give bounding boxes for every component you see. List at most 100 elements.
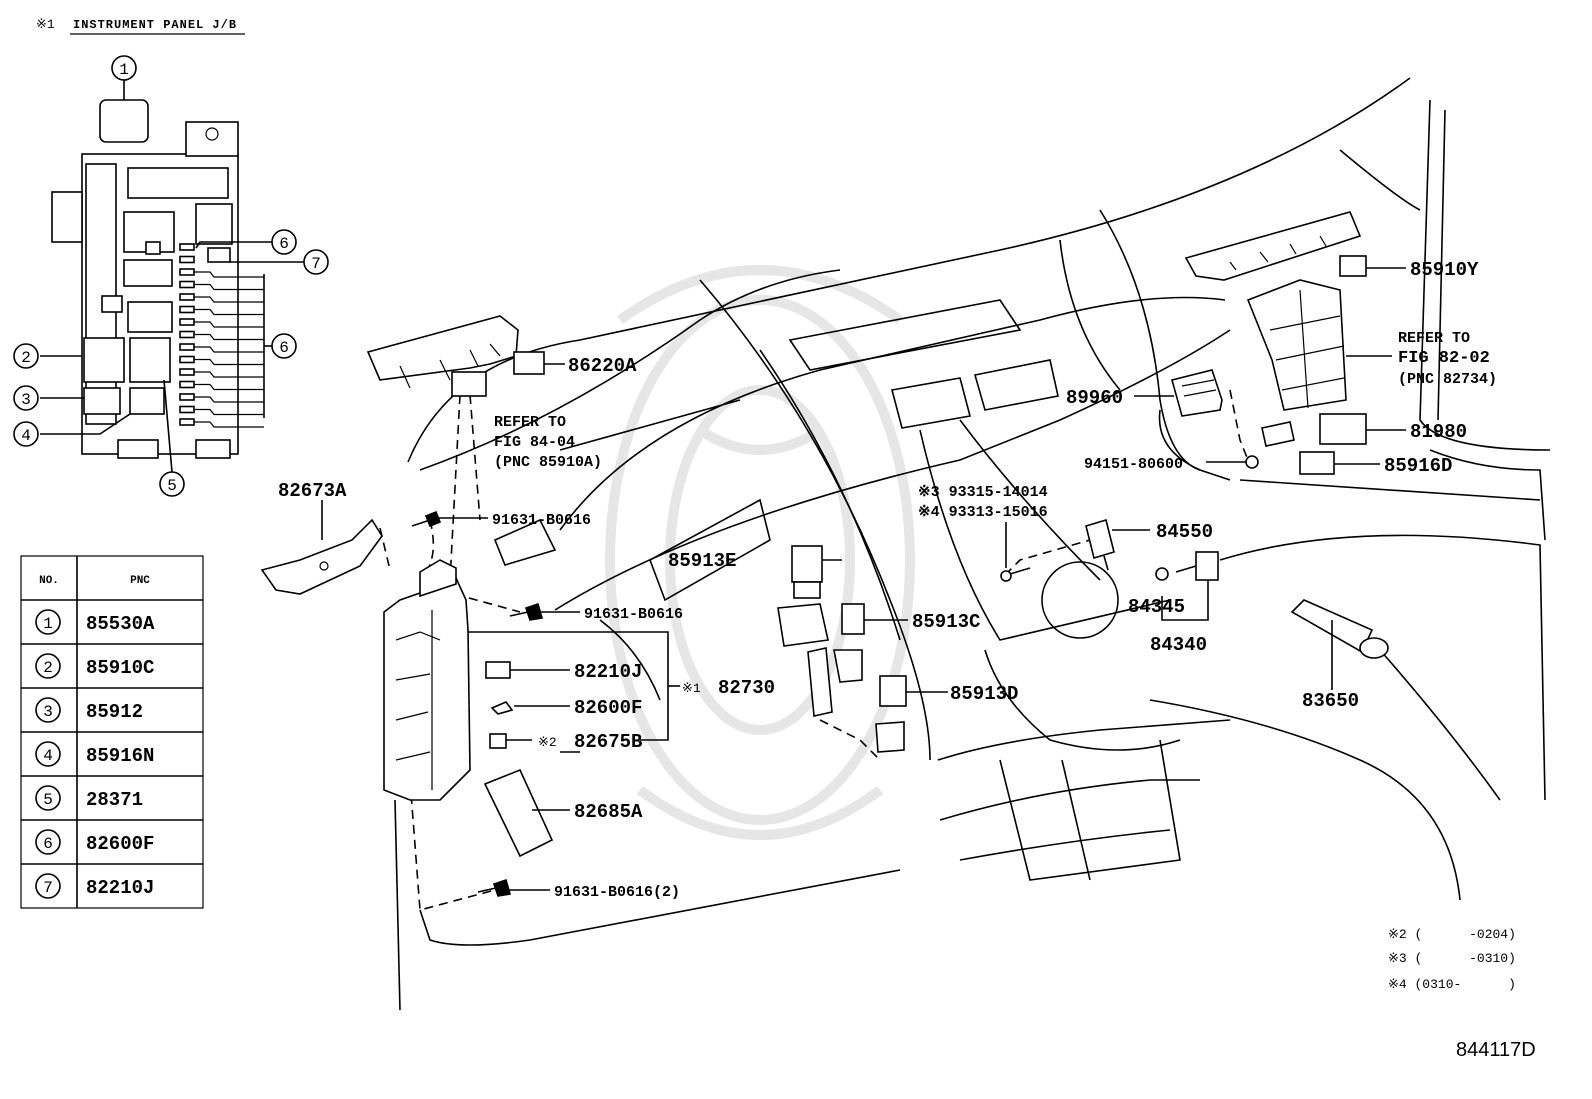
table-row-number: 4 (43, 747, 53, 765)
table-header-no: NO. (39, 575, 59, 587)
label-84550: 84550 (1156, 521, 1213, 543)
relay-holder (777, 603, 829, 647)
header-note-mark: ※1 (36, 17, 55, 32)
figure-id: 844117D (1456, 1039, 1536, 1061)
svg-text:6: 6 (279, 339, 289, 357)
fuse-leader (194, 408, 264, 416)
fuse-leader (194, 333, 264, 341)
label-84340: 84340 (1150, 634, 1207, 656)
label-82600F: 82600F (574, 697, 642, 719)
dashed-leaders (379, 389, 1249, 912)
fuse-leader (194, 396, 264, 403)
label-82210J: 82210J (574, 661, 642, 683)
fuse-leader (194, 358, 264, 366)
label-85913E: 85913E (668, 550, 736, 572)
callout-circle (111, 55, 137, 81)
bolt-icon (411, 510, 442, 528)
callout-circle (13, 421, 39, 447)
note-mark-2: ※2 (538, 735, 557, 750)
table-row-number: 3 (43, 703, 53, 721)
callout-circle (159, 471, 185, 497)
table-row-number: 6 (43, 835, 53, 853)
refer-note-2: (PNC 82734) (1398, 371, 1497, 388)
leader-lines (321, 267, 1406, 891)
fuse-slot (179, 393, 195, 401)
callout-circle (271, 229, 297, 255)
relay-85913E (791, 545, 823, 583)
label-85913C: 85913C (912, 611, 980, 633)
table-row-pnc: 82210J (86, 877, 154, 899)
footnotes: ※2 ( -0204) ※3 ( -0310) ※4 (0310- ) 8441… (1388, 927, 1536, 1061)
label-83650: 83650 (1302, 690, 1359, 712)
table-row-pnc: 85530A (86, 613, 155, 635)
note-mark-1: ※1 (682, 681, 701, 696)
label-bolt: 91631-B0616(2) (554, 884, 680, 901)
label-screw: ※4 93313-15016 (918, 504, 1048, 521)
relay-85916D (1299, 451, 1335, 475)
relay-85910Y (1339, 255, 1367, 277)
fuse-leader (194, 371, 264, 378)
label-82675B: 82675B (574, 731, 642, 753)
label-85913D: 85913D (950, 683, 1018, 705)
label-82685A (483, 768, 554, 858)
svg-text:6: 6 (279, 235, 289, 253)
table-row-number: 2 (43, 659, 53, 677)
fuse-slot (179, 293, 195, 301)
table-row-number-circle (35, 697, 61, 723)
table-row-number-circle (35, 785, 61, 811)
footnote-3: ※3 ( -0310) (1388, 951, 1516, 966)
fuse-slot (179, 418, 195, 426)
jb-inset-drawing (51, 99, 264, 459)
fuse-slot (179, 243, 195, 251)
screw-icon (1000, 567, 1031, 582)
fuse-slot (179, 368, 195, 376)
table-row-number: 7 (43, 879, 53, 897)
label-89960: 89960 (1066, 387, 1123, 409)
bracket-strip (807, 647, 833, 717)
table-row-number-circle (35, 741, 61, 767)
bolt-icon (509, 602, 544, 621)
relay-86220A (513, 351, 545, 375)
jb-callouts: 1 2 3 4 5 6 7 6 (13, 55, 329, 497)
fuse-slot (179, 330, 195, 339)
callout-circle (13, 343, 39, 369)
refer-note-2: REFER TO (1398, 330, 1470, 347)
callout-circle (271, 333, 297, 359)
fuse-leader (194, 383, 264, 391)
table-row-pnc: 85912 (86, 701, 143, 723)
fuse-82600F (490, 701, 514, 715)
fuse-slot (179, 343, 195, 351)
dashboard-outline (394, 77, 1551, 1011)
table-row-number-circle (35, 609, 61, 635)
table-row-number-circle (35, 873, 61, 899)
label-82673A: 82673A (278, 480, 347, 502)
svg-text:3: 3 (21, 391, 31, 409)
nut-94151 (1245, 455, 1259, 469)
svg-text:7: 7 (311, 255, 321, 273)
relay-box-82734 (1246, 279, 1347, 411)
label-82730: 82730 (718, 677, 775, 699)
fuse-slot (179, 255, 195, 264)
fuse-slot (179, 305, 195, 314)
fuse-leader (194, 296, 264, 303)
refer-note-2: FIG 82-02 (1398, 349, 1490, 368)
fuse-slot (179, 318, 195, 326)
label-bolt: 91631-B0616 (492, 512, 591, 529)
fuse-82210J (485, 661, 511, 679)
parts (260, 211, 1389, 897)
fuse-leader (194, 421, 264, 428)
refer-note-1: REFER TO (494, 414, 566, 431)
relay-upper-left (451, 371, 487, 397)
table-row-number-circle (35, 829, 61, 855)
relay-85913C (841, 603, 865, 635)
fuse-slot (179, 405, 195, 414)
fuse-leader (194, 283, 264, 291)
fuse-leader (194, 321, 264, 328)
fuse-leader (194, 308, 264, 316)
switch-84340 (1195, 551, 1219, 581)
label-81980: 81980 (1410, 421, 1467, 443)
switch-84550 (1085, 518, 1115, 560)
label-85916D: 85916D (1384, 455, 1452, 477)
